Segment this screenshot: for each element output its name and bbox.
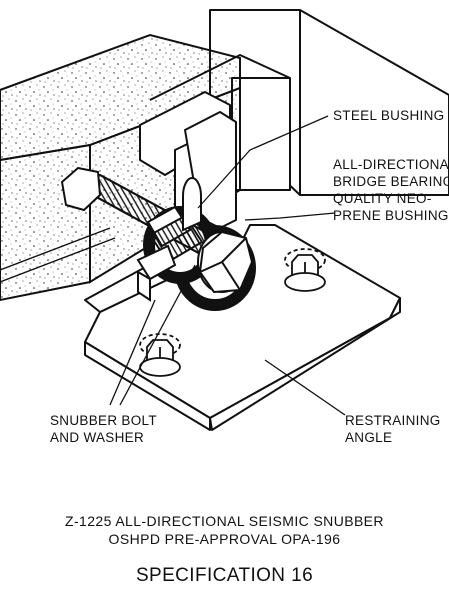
bolt-head (197, 231, 253, 293)
caption-model: Z-1225 ALL-DIRECTIONAL SEISMIC SNUBBER (65, 513, 384, 529)
leader-lines (109, 115, 346, 416)
washer (136, 244, 177, 302)
label-snubber-bolt-1: SNUBBER BOLT (50, 413, 157, 428)
label-snubber-bolt-2: AND WASHER (50, 430, 145, 445)
label-restraining-angle-1: RESTRAINING (345, 413, 441, 428)
structural-channel (149, 9, 449, 196)
caption-title: SPECIFICATION 16 (135, 565, 314, 586)
anchor-bolt-left (139, 333, 181, 377)
leader-restraining-angle (264, 359, 346, 416)
label-neoprene-bushing-2: BRIDGE BEARING (333, 174, 449, 189)
steel-bushing (182, 177, 202, 232)
caption-approval: OSHPD PRE-APPROVAL OPA-196 (108, 531, 341, 547)
leader-neoprene-bushing (244, 212, 336, 221)
label-neoprene-bushing-1: ALL-DIRECTIONAL (333, 157, 449, 172)
leader-snubber-washer (119, 264, 196, 406)
label-neoprene-bushing-3: QUALITY NEO- (333, 191, 432, 206)
leader-snubber-bolt (109, 299, 156, 406)
label-steel-bushing: STEEL BUSHING (333, 108, 445, 123)
label-restraining-angle-2: ANGLE (345, 430, 393, 445)
label-neoprene-bushing-4: PRENE BUSHING (333, 208, 449, 223)
leader-steel-bushing (197, 115, 329, 209)
anchor-bolt-right (284, 248, 326, 292)
